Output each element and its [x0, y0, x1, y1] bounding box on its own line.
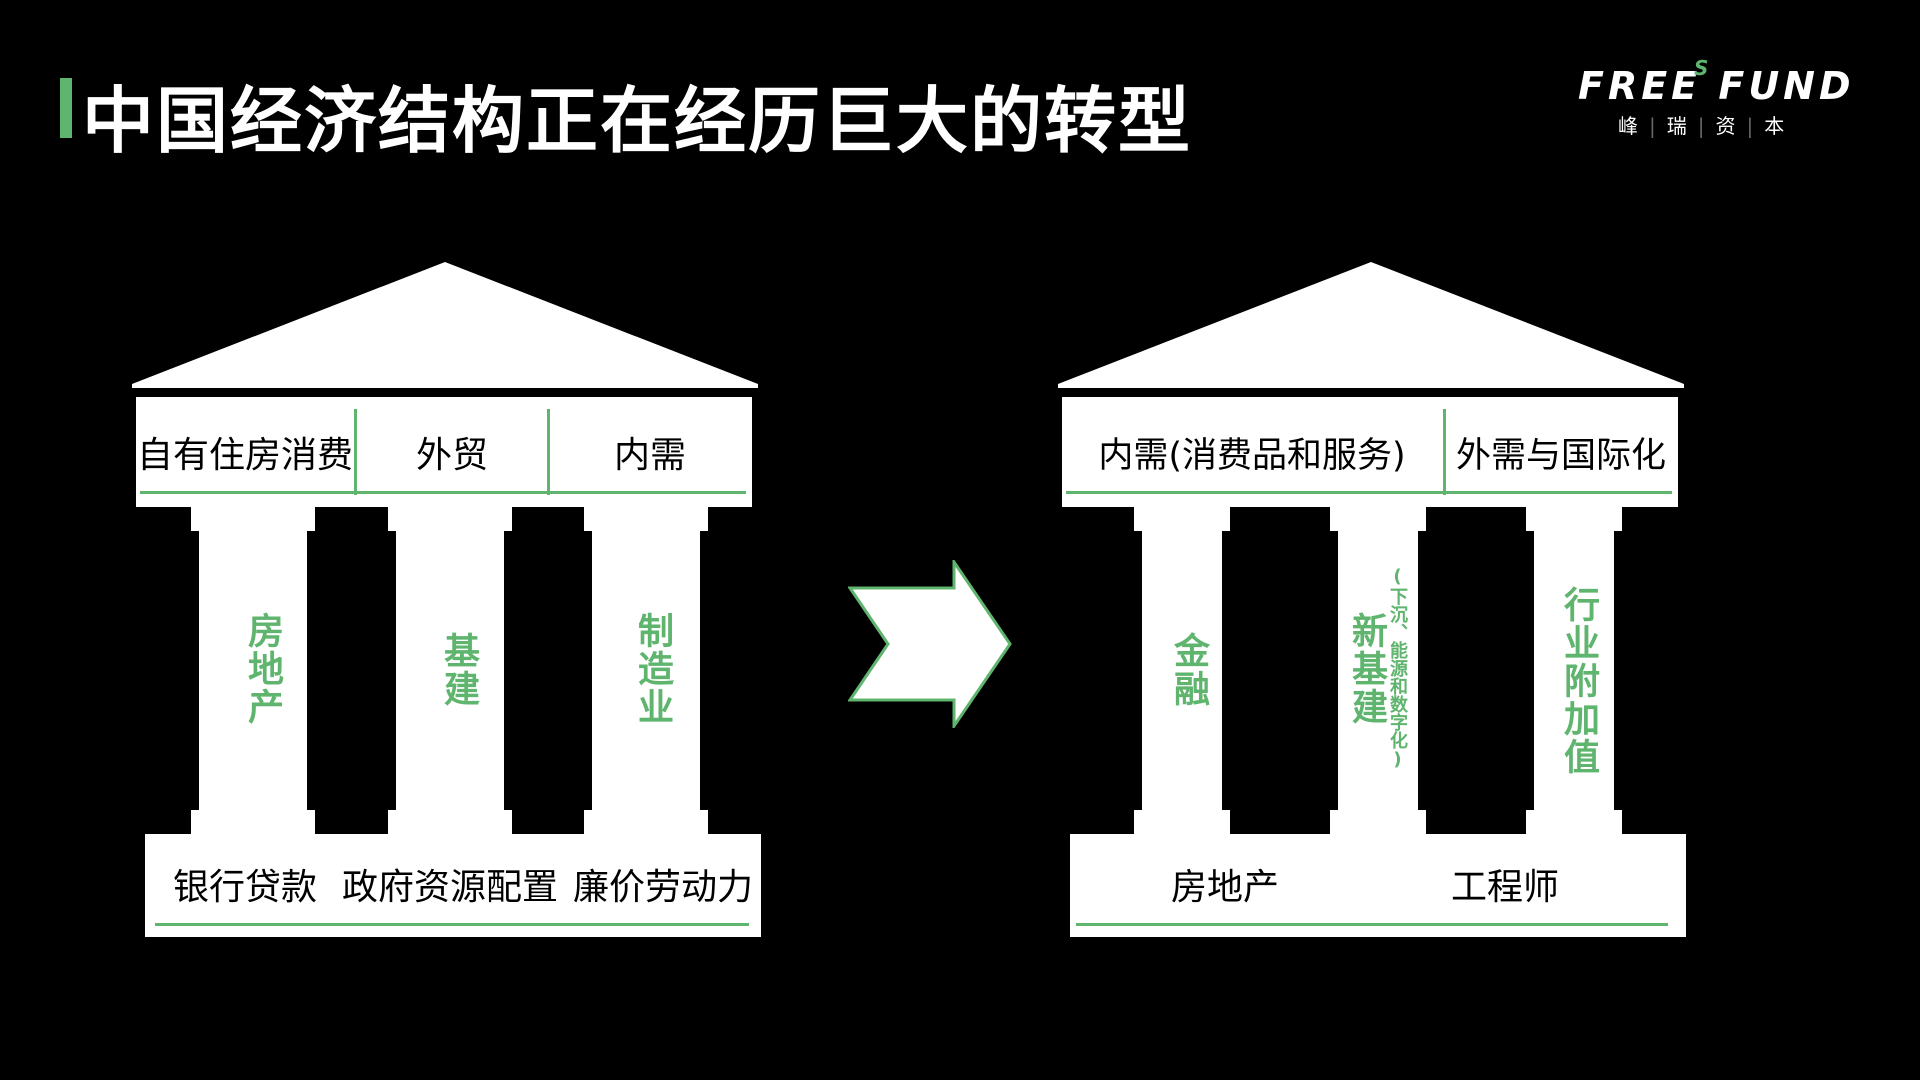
beam-underline	[140, 491, 746, 494]
beam-cell: 自有住房消费	[136, 435, 353, 476]
title-accent-bar	[60, 78, 72, 138]
logo-text: FREE FUND	[1578, 64, 1855, 108]
beam-cell: 内需(消费品和服务)	[1098, 435, 1406, 476]
transition-arrow-icon	[848, 560, 1012, 728]
base-cell: 工程师	[1450, 867, 1559, 908]
logo-s-mark: S	[1694, 56, 1709, 80]
base-cell: 银行贷款	[172, 867, 317, 908]
logo-chinese: 峰|瑞|资|本	[1618, 114, 1786, 138]
column-label: 金融	[1168, 632, 1209, 708]
logo-char: 资	[1715, 114, 1737, 138]
beam-cell: 外贸	[415, 435, 488, 476]
base-cell: 房地产	[1170, 867, 1279, 908]
logo-char: 本	[1764, 114, 1786, 138]
brand-logo: FREE FUND S 峰|瑞|资|本	[1578, 56, 1851, 138]
base-underline	[1076, 923, 1668, 926]
temple-new-columns-shape	[1134, 507, 1622, 834]
column-label: 基建	[438, 632, 479, 708]
beam-divider	[547, 409, 550, 495]
logo-char: 峰	[1618, 114, 1639, 138]
beam-cell: 外需与国际化	[1455, 435, 1666, 476]
temple-new-beam: 内需(消费品和服务) 外需与国际化	[1062, 397, 1678, 507]
temple-old-base: 银行贷款 政府资源配置 廉价劳动力	[145, 834, 761, 937]
beam-divider	[1443, 409, 1446, 495]
column-label: 制造业	[632, 612, 673, 726]
column-note: (下沉、能源和数字化)	[1387, 566, 1408, 770]
base-cell: 政府资源配置	[341, 867, 558, 908]
temple-new-roof	[1058, 262, 1684, 388]
temple-old-columns-shape	[191, 507, 708, 834]
beam-cell: 内需	[613, 435, 686, 476]
beam-divider	[354, 409, 357, 495]
base-cell: 廉价劳动力	[572, 867, 753, 908]
temple-old-roof	[132, 262, 758, 388]
column-label: 新基建	[1346, 612, 1387, 726]
logo-char: 瑞	[1666, 114, 1688, 138]
beam-underline	[1066, 491, 1672, 494]
column-label: 行业附加值	[1558, 586, 1599, 776]
base-underline	[155, 923, 749, 926]
column-label: 房地产	[242, 612, 283, 726]
temple-new-base: 房地产 工程师	[1070, 834, 1686, 937]
temple-old-beam: 自有住房消费 外贸 内需	[136, 397, 752, 507]
page-title: 中国经济结构正在经历巨大的转型	[82, 79, 1193, 163]
